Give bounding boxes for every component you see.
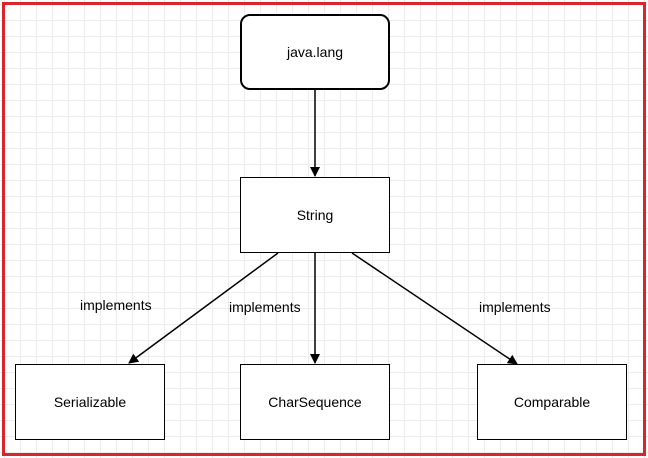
- node-charsequence-label: CharSequence: [268, 394, 362, 410]
- node-string-label: String: [296, 207, 334, 223]
- node-serializable: Serializable: [15, 364, 165, 440]
- node-string: String: [240, 177, 390, 253]
- edge-label-charsequence: implements: [229, 299, 301, 315]
- node-charsequence: CharSequence: [240, 364, 390, 440]
- node-java-lang-label: java.lang: [286, 44, 344, 60]
- node-comparable-label: Comparable: [513, 394, 591, 410]
- node-serializable-label: Serializable: [53, 394, 127, 410]
- edge-string-to-comparable: [351, 252, 518, 365]
- node-java-lang: java.lang: [240, 14, 390, 90]
- node-comparable: Comparable: [477, 364, 627, 440]
- edge-label-serializable: implements: [80, 297, 152, 313]
- edge-string-to-serializable: [128, 252, 279, 364]
- edge-label-comparable: implements: [479, 299, 551, 315]
